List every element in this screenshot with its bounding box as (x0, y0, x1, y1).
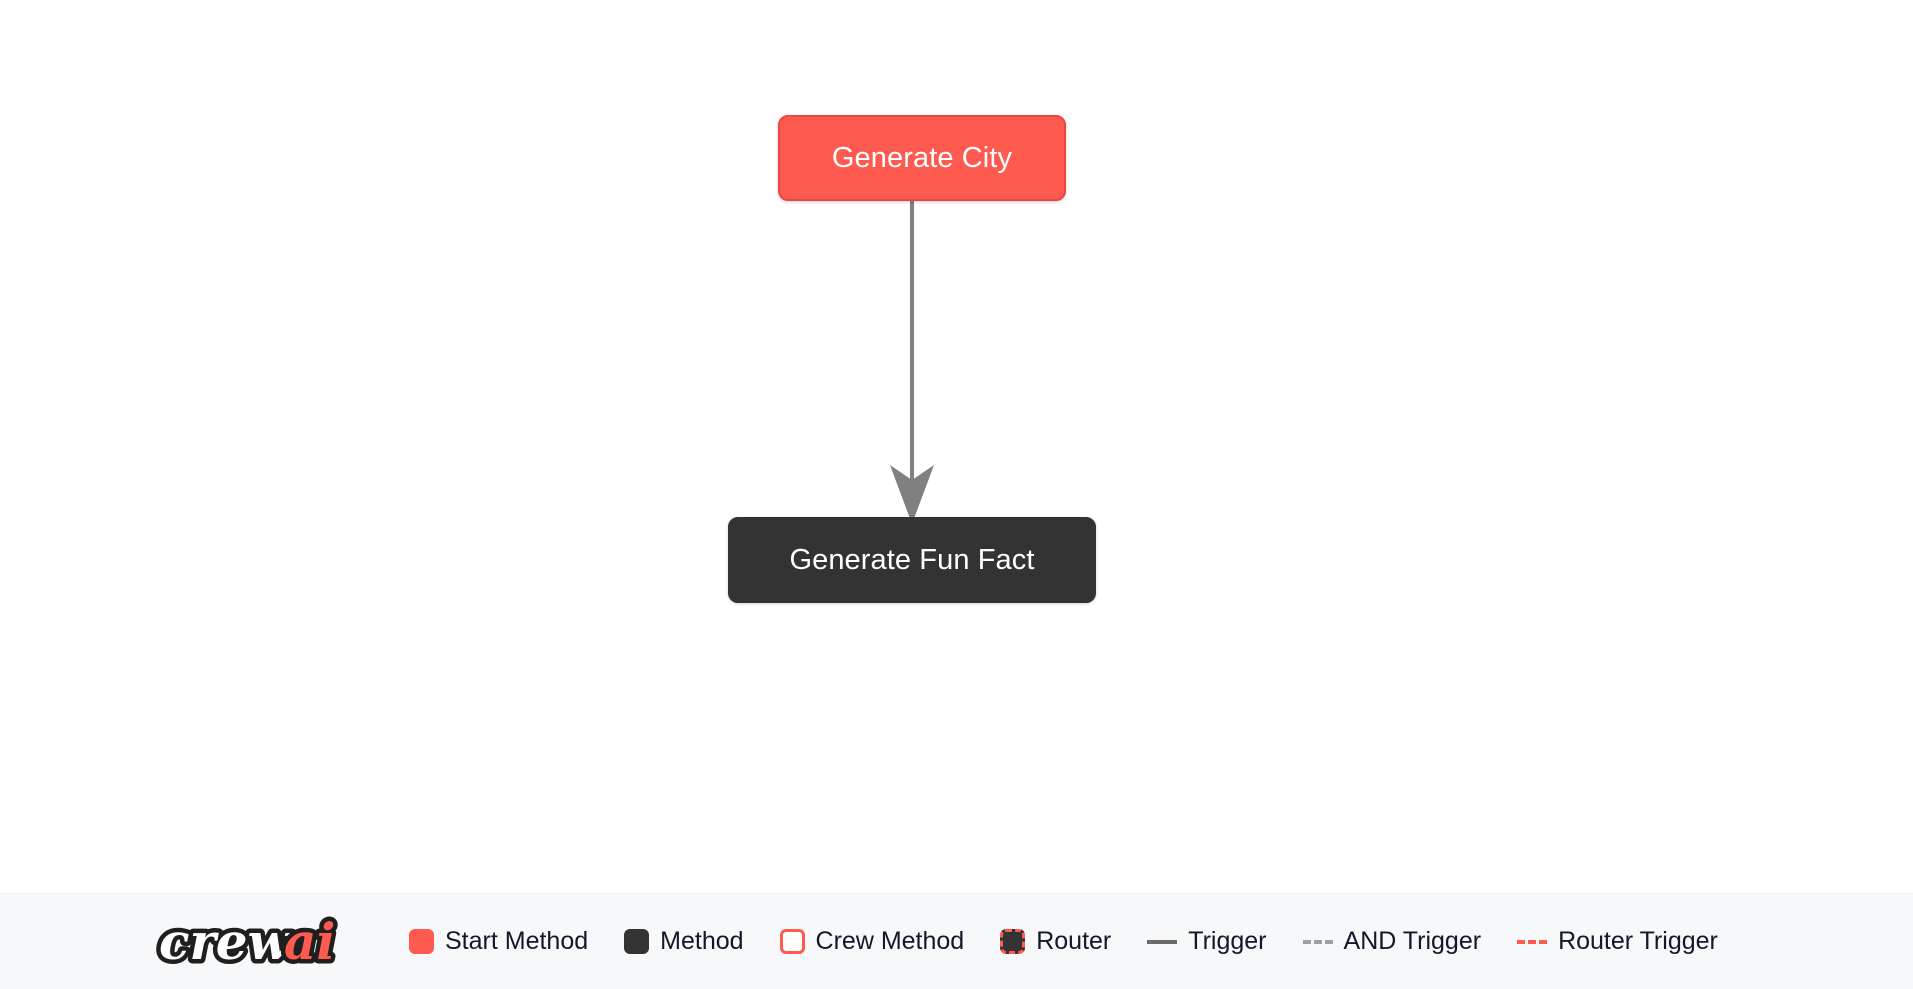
legend-label: Crew Method (815, 927, 965, 955)
legend-label: Router Trigger (1558, 927, 1718, 955)
edge-arrowhead-icon (890, 465, 934, 524)
flow-node-generate-city[interactable]: Generate City (778, 115, 1066, 201)
legend-label: Trigger (1188, 927, 1267, 955)
flow-node-generate-fun-fact[interactable]: Generate Fun Fact (728, 517, 1096, 603)
flow-canvas[interactable]: Generate City Generate Fun Fact (0, 0, 1913, 893)
filled-dark-square-icon (624, 929, 650, 954)
flow-node-label: Generate City (831, 141, 1013, 174)
logo-outline-ai: ai (284, 912, 335, 971)
flow-node-label: Generate Fun Fact (789, 543, 1035, 576)
logo-text-crew: crew (159, 912, 293, 971)
logo-outline-crew: crew (159, 912, 293, 971)
legend-items: Start Method Method Crew Method Router T… (409, 929, 1913, 954)
logo-text-ai: ai (284, 912, 335, 971)
legend-item-trigger: Trigger (1147, 927, 1267, 955)
legend-label: Method (660, 927, 744, 955)
legend-label: AND Trigger (1343, 927, 1482, 955)
legend-bar: crew crew ai ai Start Method Method Crew… (0, 893, 1913, 989)
crewai-logo: crew crew ai ai (155, 907, 383, 977)
outlined-red-square-icon (779, 929, 805, 954)
edge-city-to-fun-fact (890, 201, 934, 524)
legend-item-router-trigger: Router Trigger (1517, 929, 1718, 954)
dashed-gray-line-icon (1302, 939, 1333, 944)
legend-item-start-method: Start Method (409, 929, 588, 954)
legend-item-router: Router (1000, 929, 1111, 954)
crewai-wordmark-icon: crew crew ai ai (155, 907, 340, 975)
legend-label: Start Method (445, 927, 589, 955)
legend-label: Router (1036, 927, 1112, 955)
legend-item-crew-method: Crew Method (779, 927, 965, 955)
filled-red-square-icon (409, 929, 434, 954)
legend-item-and-trigger: AND Trigger (1302, 927, 1482, 955)
dashed-border-square-icon (1000, 929, 1026, 954)
solid-gray-line-icon (1147, 939, 1178, 944)
legend-item-method: Method (624, 927, 744, 955)
dashed-red-line-icon (1517, 939, 1548, 944)
